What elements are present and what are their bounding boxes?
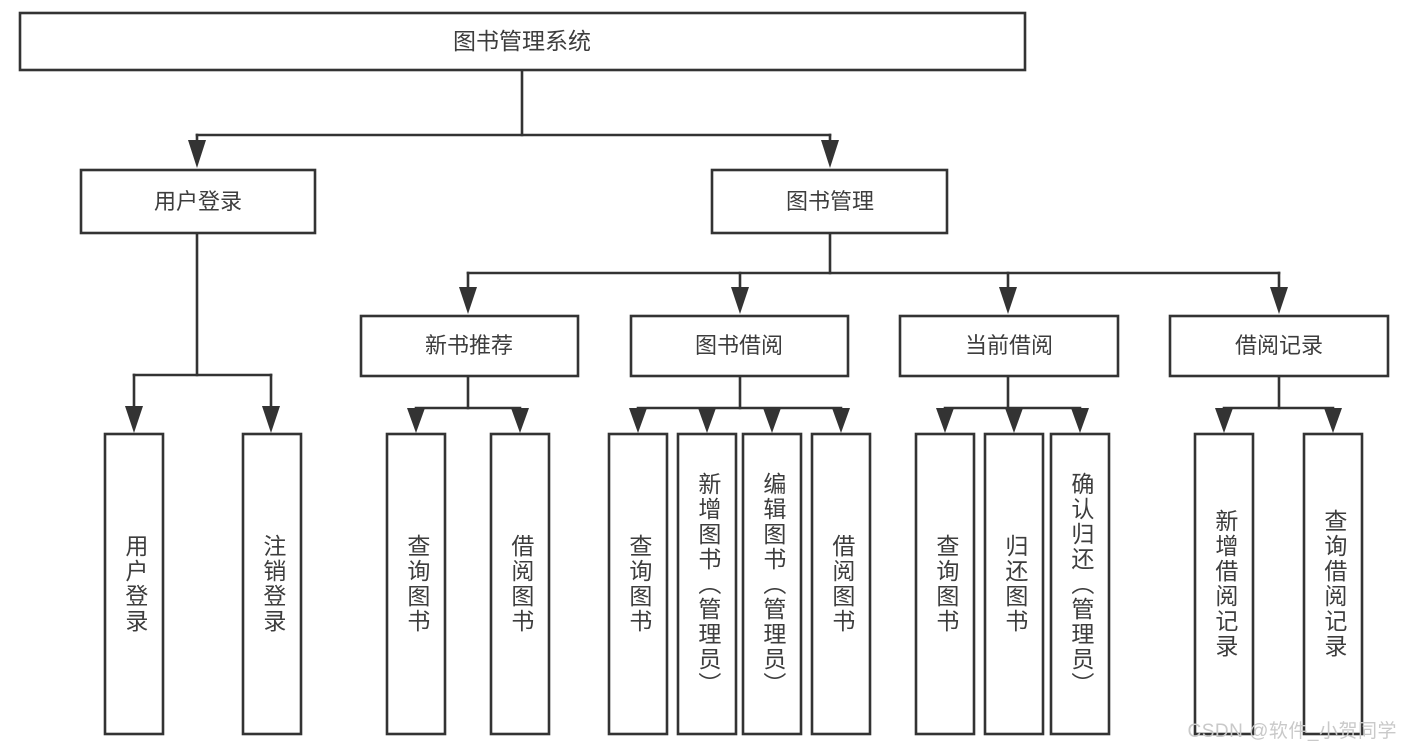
node-leaf-add-record-box[interactable] (1193, 432, 1255, 736)
node-new-book-rec-label: 新书推荐 (425, 333, 513, 358)
node-user-login-label: 用户登录 (154, 189, 242, 214)
node-root-label: 图书管理系统 (453, 28, 591, 54)
arrow-head-new-book-rec (459, 287, 477, 314)
node-leaf-query-book-b-box[interactable] (607, 432, 669, 736)
leaf-boxes (103, 432, 1364, 736)
arrow-head-leaf-query-book-c (936, 408, 954, 433)
arrow-head-leaf-query-book-b (629, 408, 647, 433)
arrow-head-leaf-add-record (1215, 408, 1233, 433)
node-book-borrow-label: 图书借阅 (695, 333, 783, 358)
arrow-head-leaf-add-book (698, 408, 716, 433)
connector-group-root (188, 68, 839, 168)
connector-group-borrow-record (1215, 374, 1342, 433)
node-leaf-logout-box[interactable] (241, 432, 303, 736)
node-root-box[interactable] (18, 11, 1027, 72)
node-leaf-query-record-box[interactable] (1302, 432, 1364, 736)
connector-group-new-book-rec (407, 374, 529, 433)
connector-group-book-borrow (629, 374, 850, 433)
node-book-borrow[interactable]: 图书借阅 (629, 314, 850, 378)
arrow-head-leaf-borrow-book-b (832, 408, 850, 433)
node-new-book-rec-box[interactable] (359, 314, 580, 378)
node-leaf-query-book-a-box[interactable] (385, 432, 447, 736)
node-borrow-record-label: 借阅记录 (1235, 333, 1323, 358)
arrow-head-leaf-edit-book (763, 408, 781, 433)
arrow-head-leaf-query-record (1324, 408, 1342, 433)
node-book-manage-label: 图书管理 (786, 189, 874, 214)
connector-group-user-login (125, 231, 280, 433)
node-current-borrow-label: 当前借阅 (965, 333, 1053, 358)
node-borrow-record[interactable]: 借阅记录 (1168, 314, 1390, 378)
arrow-head-book-borrow (731, 287, 749, 314)
arrow-head-leaf-query-book-a (407, 408, 425, 433)
arrow-head-leaf-return-book (1005, 408, 1023, 433)
arrow-head-borrow-record (1270, 287, 1288, 314)
node-leaf-borrow-book-b-box[interactable] (810, 432, 872, 736)
node-root[interactable]: 图书管理系统 (18, 11, 1027, 72)
node-book-borrow-box[interactable] (629, 314, 850, 378)
node-current-borrow-box[interactable] (898, 314, 1120, 378)
arrow-head-leaf-borrow-book-a (511, 408, 529, 433)
node-leaf-borrow-book-a-box[interactable] (489, 432, 551, 736)
watermark: CSDN @软件_小贺同学 (1187, 721, 1397, 742)
arrow-head-book-manage (821, 140, 839, 168)
node-book-manage-box[interactable] (710, 168, 949, 235)
node-new-book-rec[interactable]: 新书推荐 (359, 314, 580, 378)
arrow-head-leaf-confirm-return (1071, 408, 1089, 433)
node-leaf-add-book-box[interactable] (676, 432, 738, 736)
node-leaf-edit-book-box[interactable] (741, 432, 803, 736)
arrow-head-current-borrow (999, 287, 1017, 314)
node-leaf-user-login-box[interactable] (103, 432, 165, 736)
arrow-head-leaf-user-login (125, 406, 143, 433)
node-user-login[interactable]: 用户登录 (79, 168, 317, 235)
node-leaf-query-book-c-box[interactable] (914, 432, 976, 736)
node-current-borrow[interactable]: 当前借阅 (898, 314, 1120, 378)
node-book-manage[interactable]: 图书管理 (710, 168, 949, 235)
connector-group-current-borrow (936, 374, 1089, 433)
arrow-head-user-login (188, 140, 206, 168)
connector-group-book-manage (459, 231, 1288, 314)
node-leaf-return-book-box[interactable] (983, 432, 1045, 736)
node-leaf-confirm-return-box[interactable] (1049, 432, 1111, 736)
node-user-login-box[interactable] (79, 168, 317, 235)
arrow-head-leaf-logout (262, 406, 280, 433)
node-borrow-record-box[interactable] (1168, 314, 1390, 378)
